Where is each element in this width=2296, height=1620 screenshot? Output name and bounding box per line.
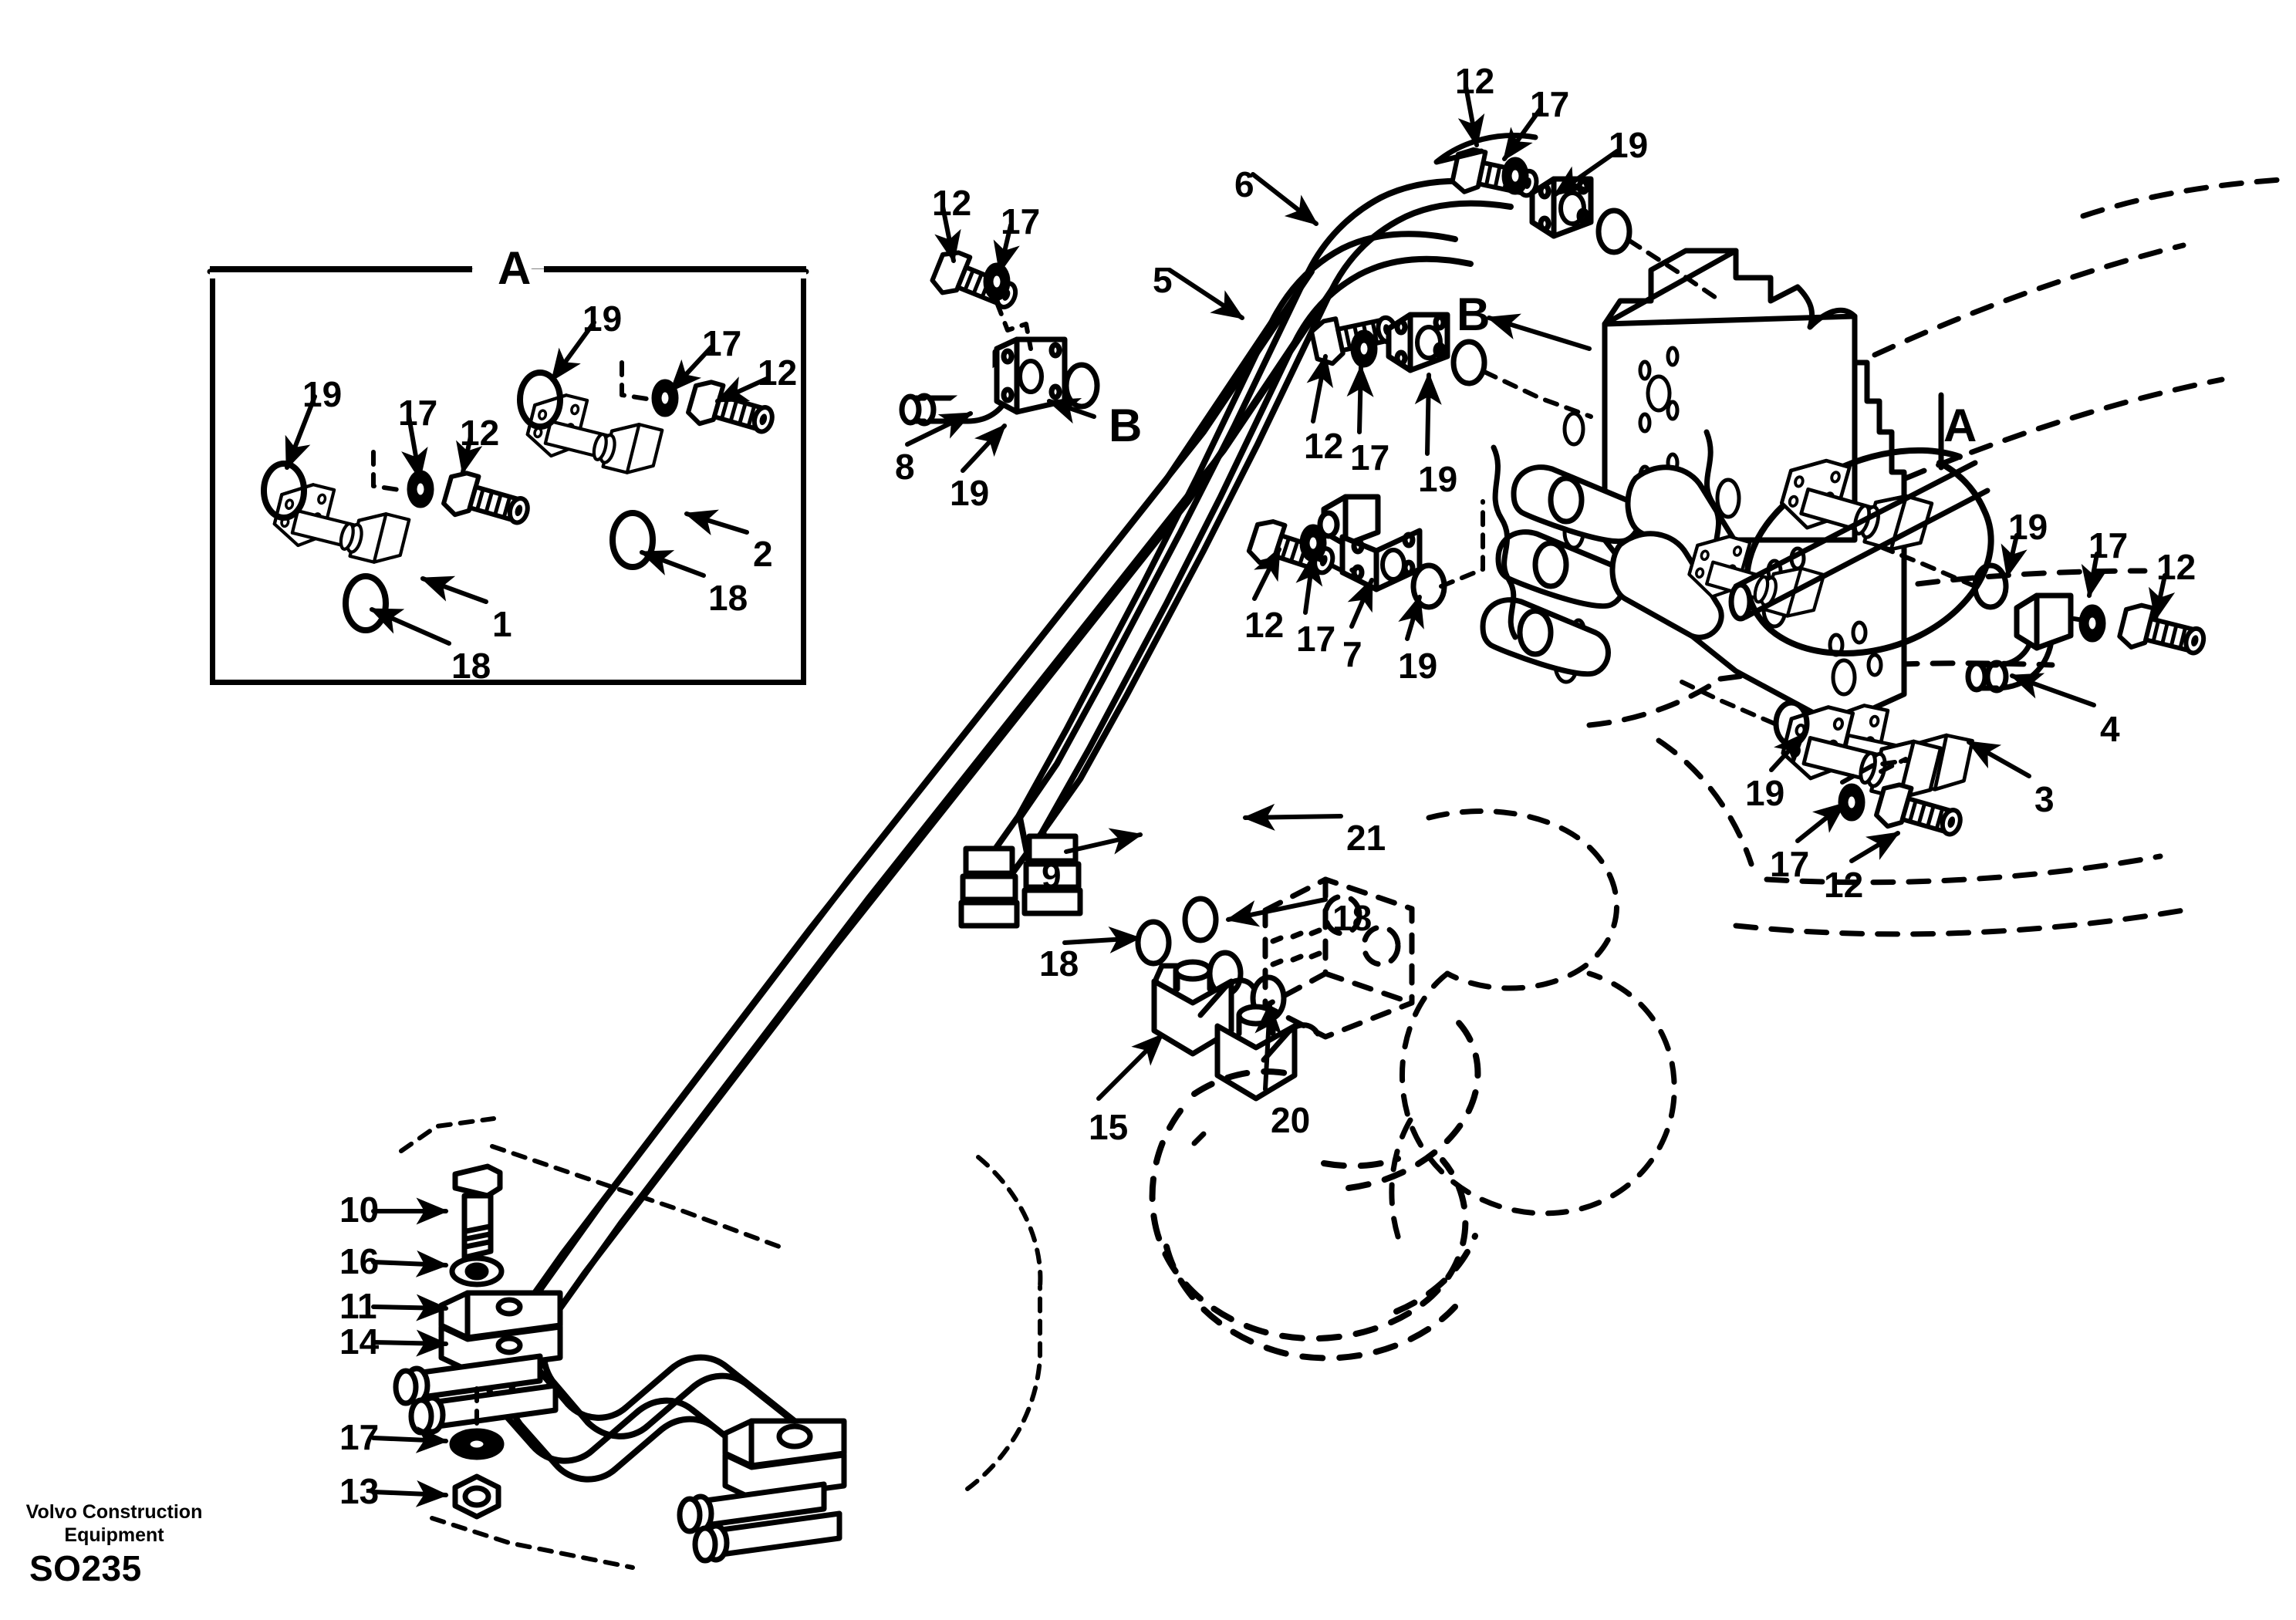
callout-17: 17 — [1770, 844, 1810, 884]
callout-17: 17 — [1296, 619, 1336, 659]
detail-box-a-rule-left — [210, 266, 472, 272]
callout-14: 14 — [339, 1321, 380, 1362]
brand-mark: Volvo Construction Equipment — [14, 1501, 214, 1547]
pipe-8-elbow — [899, 336, 1068, 427]
swing-motor-outline — [1191, 808, 1677, 1253]
section-letter-a-valve: A — [1943, 400, 1977, 451]
callout-17: 17 — [1530, 84, 1570, 124]
callout-7: 7 — [1342, 634, 1362, 674]
section-letter-b-valve: B — [1457, 289, 1491, 340]
brand-line-2: Equipment — [64, 1524, 164, 1546]
callout-2: 2 — [753, 534, 773, 574]
callout-17: 17 — [2088, 525, 2129, 565]
callout-9: 9 — [1042, 856, 1062, 896]
detail-box-a-rule-right — [544, 266, 806, 272]
callout-12: 12 — [758, 353, 798, 393]
callout-12: 12 — [1824, 865, 1864, 905]
callout-19: 19 — [1398, 646, 1438, 686]
lower-hose-loops — [529, 1354, 842, 1504]
callout-19: 19 — [2008, 507, 2048, 547]
swing-bearing-outline — [1149, 1009, 1481, 1362]
hose-fittings — [958, 833, 1083, 929]
callout-19: 19 — [1609, 125, 1649, 165]
section-b-leaders — [1046, 313, 1592, 424]
callout-18: 18 — [708, 578, 748, 618]
callout-12: 12 — [932, 183, 972, 223]
callout-6: 6 — [1234, 164, 1254, 204]
pipe-4-elbow — [1965, 592, 2074, 694]
callout-20: 20 — [1271, 1100, 1311, 1140]
callout-11: 11 — [339, 1286, 377, 1326]
section-letter-a-detail: A — [498, 242, 532, 294]
callout-12: 12 — [460, 413, 500, 453]
callout-leaders — [285, 84, 2176, 1507]
callout-8: 8 — [895, 447, 915, 487]
callout-13: 13 — [339, 1471, 380, 1511]
callout-19: 19 — [1418, 459, 1458, 499]
callout-17: 17 — [398, 393, 438, 433]
section-letter-b-item8: B — [1109, 400, 1143, 451]
callout-21: 21 — [1346, 818, 1386, 858]
callout-12: 12 — [1455, 61, 1495, 101]
callout-18: 18 — [451, 646, 491, 686]
callout-19: 19 — [950, 473, 990, 513]
callout-16: 16 — [339, 1241, 380, 1281]
fitting-7 — [1317, 494, 1423, 592]
callout-12: 12 — [2156, 547, 2196, 587]
callout-5: 5 — [1153, 260, 1173, 300]
callout-3: 3 — [2034, 779, 2055, 819]
callout-17: 17 — [1350, 437, 1390, 478]
clamp-assembly — [393, 1163, 563, 1520]
callout-10: 10 — [339, 1190, 380, 1230]
callout-17: 17 — [1001, 201, 1041, 241]
callout-17: 17 — [702, 323, 742, 363]
callout-12: 12 — [1244, 605, 1285, 645]
drawing-code: SO235 — [29, 1548, 142, 1588]
callout-12: 12 — [1304, 426, 1344, 466]
callout-18: 18 — [1039, 943, 1079, 984]
callout-19: 19 — [582, 299, 623, 339]
callout-19: 19 — [1745, 773, 1785, 813]
callout-19: 19 — [302, 374, 343, 414]
callout-18: 18 — [1332, 898, 1373, 938]
callout-4: 4 — [2100, 709, 2120, 749]
callout-1: 1 — [492, 604, 512, 644]
callout-15: 15 — [1089, 1107, 1129, 1147]
callout-17: 17 — [339, 1417, 380, 1457]
clamp-assembly-2 — [677, 1418, 847, 1564]
brand-line-1: Volvo Construction — [25, 1501, 203, 1523]
